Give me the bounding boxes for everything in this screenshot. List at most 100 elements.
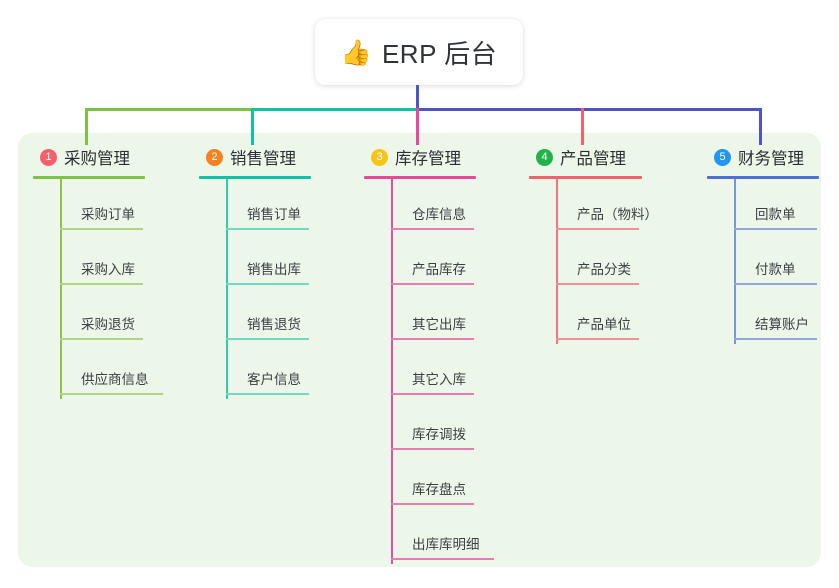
leaf-list: 销售订单销售出库销售退货客户信息 [199, 179, 359, 399]
leaf-item-rule [60, 283, 143, 285]
diagram-panel [18, 133, 821, 567]
column-1: 1 采购管理采购订单采购入库采购退货供应商信息 [33, 145, 193, 399]
leaf-item-label: 销售订单 [247, 207, 301, 222]
leaf-item[interactable]: 产品单位 [529, 289, 689, 344]
leaf-item-label: 产品库存 [412, 262, 466, 277]
leaf-list: 仓库信息产品库存其它出库其它入库库存调拨库存盘点出库库明细 [364, 179, 524, 564]
leaf-item[interactable]: 结算账户 [707, 289, 839, 344]
column-spine [60, 179, 62, 399]
leaf-item-label: 回款单 [755, 207, 796, 222]
column-spine [734, 179, 736, 344]
leaf-item[interactable]: 库存盘点 [364, 454, 524, 509]
leaf-item[interactable]: 产品库存 [364, 234, 524, 289]
root-node-label: ERP 后台 [381, 38, 498, 69]
leaf-item[interactable]: 其它入库 [364, 344, 524, 399]
leaf-item[interactable]: 销售订单 [199, 179, 359, 234]
leaf-item[interactable]: 回款单 [707, 179, 839, 234]
leaf-item-rule [60, 393, 163, 395]
bus-segment-teal [251, 108, 419, 111]
column-4: 4 产品管理产品（物料） 产品分类产品单位 [529, 145, 689, 344]
leaf-item[interactable]: 采购订单 [33, 179, 193, 234]
leaf-item-label: 出库库明细 [412, 537, 480, 552]
leaf-item[interactable]: 仓库信息 [364, 179, 524, 234]
leaf-item-rule [391, 228, 474, 230]
leaf-item-label: 销售退货 [247, 317, 301, 332]
column-badge-icon: 2 [206, 148, 223, 166]
leaf-item[interactable]: 其它出库 [364, 289, 524, 344]
leaf-list: 产品（物料） 产品分类产品单位 [529, 179, 689, 344]
leaf-item-label: 产品单位 [577, 317, 631, 332]
leaf-item-rule [60, 228, 143, 230]
column-header-4[interactable]: 4 产品管理 [529, 145, 689, 169]
leaf-item-label: 供应商信息 [81, 372, 149, 387]
leaf-item-rule [226, 228, 309, 230]
column-rule [529, 176, 642, 179]
leaf-item[interactable]: 库存调拨 [364, 399, 524, 454]
leaf-item-label: 结算账户 [755, 317, 809, 332]
leaf-item[interactable]: 付款单 [707, 234, 839, 289]
thumbs-up-icon: 👍 [340, 37, 372, 67]
leaf-item-rule [391, 338, 474, 340]
column-spine [391, 179, 393, 564]
leaf-item-rule [556, 228, 639, 230]
column-header-3[interactable]: 3 库存管理 [364, 145, 524, 169]
drop-stem-column-5 [759, 108, 762, 145]
drop-stem-column-3 [416, 108, 419, 145]
leaf-list: 采购订单采购入库采购退货供应商信息 [33, 179, 193, 399]
leaf-item[interactable]: 客户信息 [199, 344, 359, 399]
column-badge-icon: 5 [714, 148, 731, 166]
column-title: 销售管理 [230, 150, 296, 168]
column-spine [556, 179, 558, 344]
leaf-item-label: 采购入库 [81, 262, 135, 277]
leaf-item[interactable]: 销售退货 [199, 289, 359, 344]
leaf-item-rule [734, 283, 817, 285]
column-rule [33, 176, 145, 179]
leaf-item[interactable]: 产品（物料） [529, 179, 689, 234]
column-rule [364, 176, 476, 179]
column-rule [707, 176, 819, 179]
column-title: 库存管理 [395, 150, 461, 168]
leaf-item-rule [734, 338, 817, 340]
column-header-1[interactable]: 1 采购管理 [33, 145, 193, 169]
leaf-item-label: 客户信息 [247, 372, 301, 387]
column-rule [199, 176, 311, 179]
leaf-item-rule [391, 448, 474, 450]
leaf-item-label: 销售出库 [247, 262, 301, 277]
column-title: 产品管理 [560, 150, 626, 168]
leaf-item-rule [226, 338, 309, 340]
drop-stem-column-4 [581, 108, 584, 145]
leaf-item-label: 产品分类 [577, 262, 631, 277]
leaf-item-label: 库存调拨 [412, 427, 466, 442]
leaf-item[interactable]: 采购退货 [33, 289, 193, 344]
leaf-item[interactable]: 采购入库 [33, 234, 193, 289]
column-header-2[interactable]: 2 销售管理 [199, 145, 359, 169]
leaf-item-label: 其它入库 [412, 372, 466, 387]
column-3: 3 库存管理仓库信息产品库存其它出库其它入库库存调拨库存盘点出库库明细 [364, 145, 524, 564]
bus-segment-green [85, 108, 253, 111]
leaf-list: 回款单付款单结算账户 [707, 179, 839, 344]
leaf-item-label: 采购退货 [81, 317, 135, 332]
leaf-item-rule [60, 338, 143, 340]
column-spine [226, 179, 228, 399]
leaf-item-label: 库存盘点 [412, 482, 466, 497]
leaf-item[interactable]: 出库库明细 [364, 509, 524, 564]
drop-stem-column-1 [85, 108, 88, 145]
column-badge-icon: 1 [40, 148, 57, 166]
leaf-item-rule [391, 283, 474, 285]
leaf-item-label: 其它出库 [412, 317, 466, 332]
leaf-item-rule [556, 283, 639, 285]
column-badge-icon: 4 [536, 148, 553, 166]
leaf-item[interactable]: 供应商信息 [33, 344, 193, 399]
leaf-item-rule [226, 283, 309, 285]
root-node[interactable]: 👍 ERP 后台 [315, 19, 523, 85]
leaf-item-label: 付款单 [755, 262, 796, 277]
column-2: 2 销售管理销售订单销售出库销售退货客户信息 [199, 145, 359, 399]
leaf-item[interactable]: 产品分类 [529, 234, 689, 289]
leaf-item[interactable]: 销售出库 [199, 234, 359, 289]
column-badge-icon: 3 [371, 148, 388, 166]
leaf-item-label: 采购订单 [81, 207, 135, 222]
column-title: 采购管理 [64, 150, 130, 168]
